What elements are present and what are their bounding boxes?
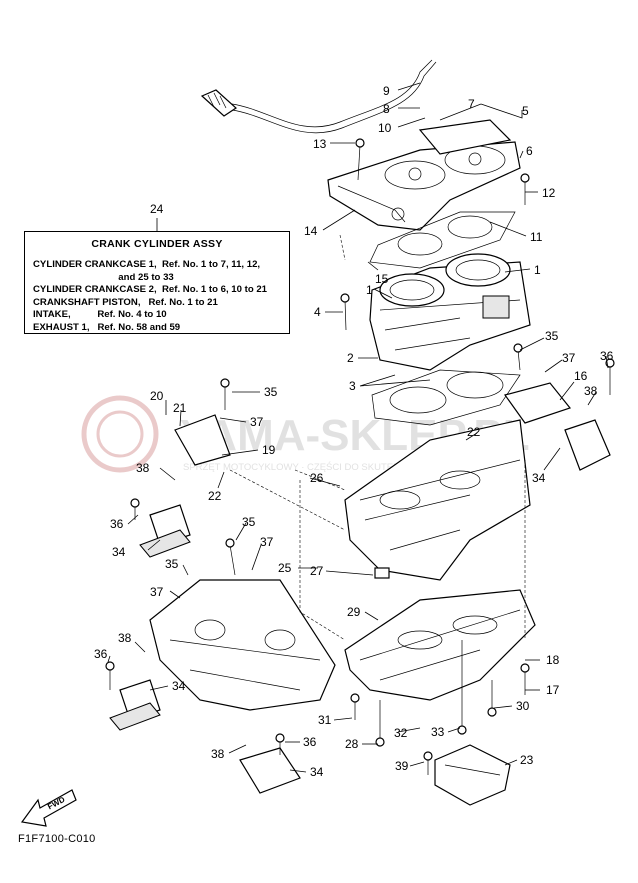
callout-11: 11 (530, 230, 543, 244)
assembly-line-4: CRANKSHAFT PISTON, Ref. No. 1 to 21 (33, 296, 218, 308)
callout-5: 5 (522, 104, 529, 118)
callout-38-lower-left: 38 (118, 631, 132, 645)
callout-35-mid: 35 (242, 515, 256, 529)
callout-36-bottom: 36 (303, 735, 317, 749)
callout-36-lower-left: 36 (94, 647, 108, 661)
callout-32: 32 (394, 726, 408, 740)
callout-15: 15 (375, 272, 389, 286)
hose (200, 59, 437, 134)
assembly-line-5: INTAKE, Ref. No. 4 to 10 (33, 309, 167, 321)
diagram-code: F1F7100-C010 (18, 833, 96, 845)
callout-8: 8 (383, 102, 390, 116)
callout-37-mid: 37 (260, 535, 274, 549)
callout-37-right: 37 (562, 351, 576, 365)
callout-31: 31 (318, 713, 332, 727)
fwd-arrow-icon: FWD (20, 789, 77, 827)
callout-10: 10 (378, 121, 392, 135)
bolts (105, 138, 615, 775)
callout-36-right: 36 (600, 349, 614, 363)
base-gasket (371, 369, 521, 426)
callout-34-right: 34 (532, 471, 546, 485)
exhaust-manifold (149, 579, 336, 711)
callout-numbers: 9 8 10 7 5 6 13 12 14 11 1 4 1 15 2 3 35… (94, 84, 614, 779)
callout-27: 27 (310, 564, 324, 578)
callout-12: 12 (542, 186, 556, 200)
callout-4: 4 (314, 305, 321, 319)
callout-2: 2 (347, 351, 354, 365)
head-gasket (369, 211, 516, 269)
cylinder-head (327, 119, 521, 231)
callout-38-bottom: 38 (211, 747, 225, 761)
callout-36-upper-left: 36 (110, 517, 124, 531)
callout-6: 6 (526, 144, 533, 158)
callout-23: 23 (520, 753, 534, 767)
callout-1-lower: 1 (366, 283, 373, 297)
assembly-line-2: and 25 to 33 (33, 271, 174, 283)
callout-28: 28 (345, 737, 359, 751)
callout-35-right: 35 (545, 329, 559, 343)
assembly-line-1: CYLINDER CRANKCASE 1, Ref. No. 1 to 7, 1… (33, 259, 261, 270)
callout-9: 9 (383, 84, 390, 98)
callout-7: 7 (468, 97, 475, 111)
callout-37-lower-left: 37 (150, 585, 164, 599)
callout-30: 30 (516, 699, 530, 713)
callout-1-upper: 1 (534, 263, 541, 277)
callout-26: 26 (310, 471, 324, 485)
callout-17: 17 (546, 683, 560, 697)
assembly-reference-box: CRANK CYLINDER ASSY CYLINDER CRANKCASE 1… (24, 231, 290, 334)
assembly-box-title: CRANK CYLINDER ASSY (91, 238, 223, 250)
callout-35-upper-left: 35 (264, 385, 278, 399)
cover-plate (434, 744, 511, 806)
callout-14: 14 (304, 224, 318, 238)
assembly-line-3: CYLINDER CRANKCASE 2, Ref. No. 1 to 6, 1… (33, 284, 268, 296)
assembly-line-6: EXHAUST 1, Ref. No. 58 and 59 (33, 321, 181, 333)
callout-38-right: 38 (584, 384, 598, 398)
callout-20: 20 (150, 389, 164, 403)
callout-24: 24 (150, 202, 164, 216)
callout-19: 19 (262, 443, 276, 457)
callout-16: 16 (574, 369, 588, 383)
callout-leaders (107, 82, 609, 773)
callout-37-upper-left: 37 (250, 415, 264, 429)
callout-21: 21 (173, 401, 187, 415)
callout-34-upper-left: 34 (112, 545, 126, 559)
callout-33: 33 (431, 725, 445, 739)
crankcase-upper (344, 419, 531, 581)
callout-34-lower-left: 34 (172, 679, 186, 693)
crankcase-lower (344, 589, 536, 701)
callout-39: 39 (395, 759, 409, 773)
callout-18: 18 (546, 653, 560, 667)
callout-38-upper-left: 38 (136, 461, 150, 475)
cylinder-block (369, 253, 531, 371)
callout-29: 29 (347, 605, 361, 619)
callout-25: 25 (278, 561, 292, 575)
callout-22-right: 22 (467, 425, 481, 439)
engine-mounts (109, 382, 611, 794)
callout-13: 13 (313, 137, 327, 151)
dashed-leaders (229, 234, 526, 641)
callout-34-bottom: 34 (310, 765, 324, 779)
callout-35-lower-left: 35 (165, 557, 179, 571)
callout-22-left: 22 (208, 489, 222, 503)
callout-3: 3 (349, 379, 356, 393)
